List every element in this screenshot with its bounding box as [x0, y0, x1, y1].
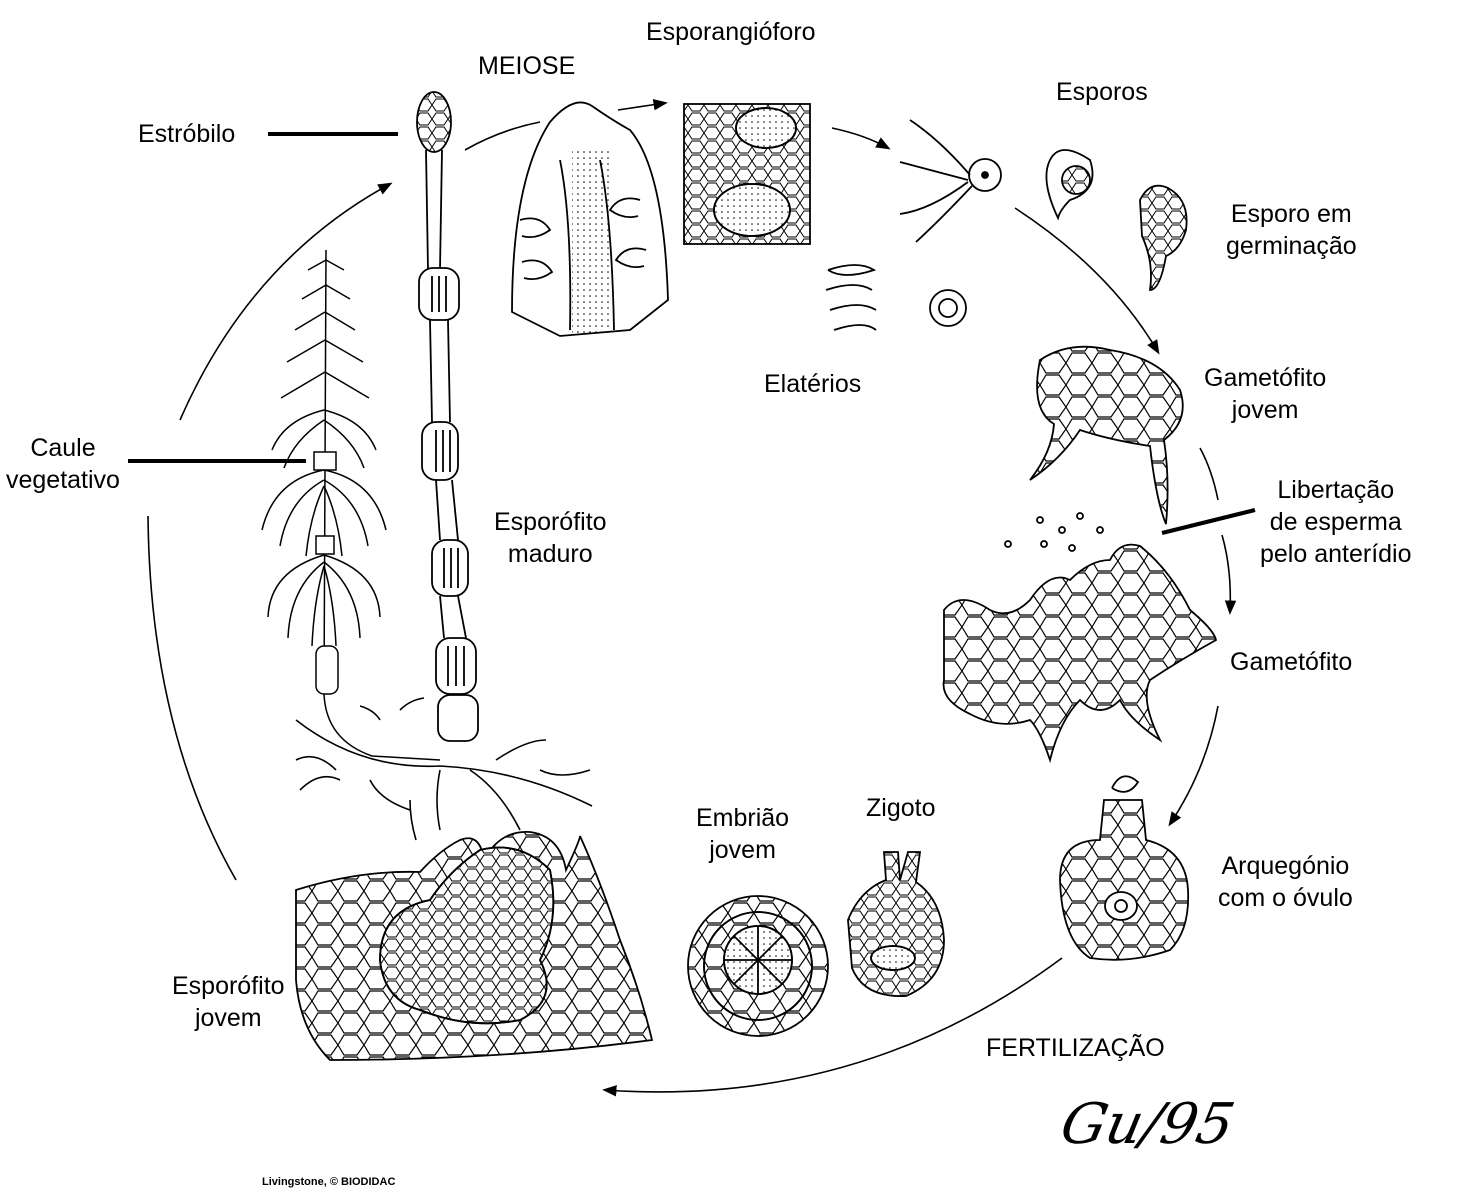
arc-libertacao [1199, 447, 1219, 501]
arc-left-upper [179, 182, 393, 421]
label-esporofito-jovem: Esporófito jovem [172, 972, 285, 1032]
leader-libertacao [1161, 508, 1256, 535]
credit: Livingstone, © BIODIDAC [262, 1176, 396, 1188]
fertile-stem-drawing [416, 91, 479, 742]
arc-top-left [464, 121, 541, 151]
arc-bottom [602, 957, 1063, 1097]
label-esporos: Esporos [1056, 78, 1148, 106]
label-elaterios: Elatérios [764, 370, 862, 398]
embryo-drawing [687, 895, 829, 1037]
label-esporofito-maduro: Esporófito maduro [494, 508, 607, 568]
archegonium-drawing [1059, 775, 1190, 961]
leader-lines [128, 132, 1256, 535]
label-embriao-jovem: Embrião jovem [696, 804, 790, 864]
label-arquegonio: Arquegónio com o óvulo [1218, 852, 1353, 912]
signature: Gu/95 [1055, 1092, 1240, 1157]
arc-to-esporos [831, 127, 891, 150]
label-libertacao: Libertação de esperma pelo anterídio [1260, 476, 1412, 568]
label-gametofito: Gametófito [1230, 648, 1353, 676]
cycle-arcs [147, 98, 1237, 1097]
spores-drawing [825, 119, 1188, 331]
gametophyte-drawing [942, 512, 1218, 764]
arc-to-gametofito-jovem [1014, 207, 1160, 355]
label-gametofito-jovem: Gametófito jovem [1204, 364, 1327, 424]
label-caule-vegetativo: Caule vegetativo [6, 434, 120, 494]
arc-left-lower [147, 515, 237, 881]
sporangiophore-drawing [511, 101, 669, 337]
label-esporo-germinacao: Esporo em germinação [1226, 200, 1357, 260]
young-gametophyte-drawing [1029, 345, 1184, 525]
label-zigoto: Zigoto [866, 794, 936, 822]
label-estrobilo: Estróbilo [138, 120, 236, 148]
arc-to-gametofito [1221, 534, 1237, 615]
label-meiose: MEIOSE [478, 52, 576, 80]
rhizome-roots [295, 697, 593, 841]
label-esporangioforo: Esporangióforo [646, 18, 816, 46]
arc-to-arquegonio [1168, 705, 1219, 827]
arc-to-esporangio [617, 98, 668, 111]
sporangium-drawing [683, 103, 811, 245]
label-fertilizacao: FERTILIZAÇÃO [986, 1034, 1165, 1062]
zygote-drawing [847, 851, 945, 997]
vegetative-stem-drawing [261, 249, 441, 761]
young-sporophyte-drawing [295, 831, 654, 1061]
